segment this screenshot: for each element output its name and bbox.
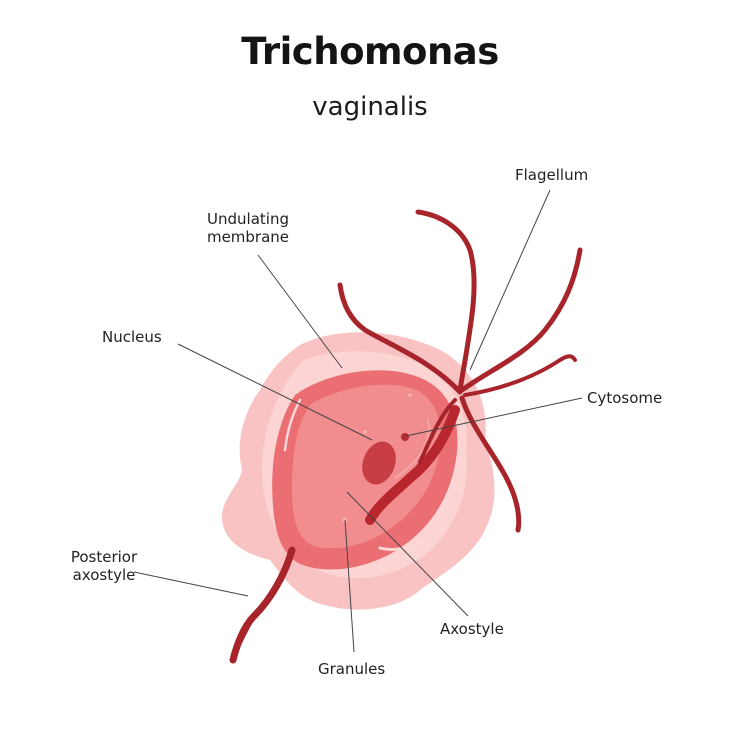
label-nucleus: Nucleus	[102, 328, 162, 346]
leader-cytosome	[405, 397, 583, 437]
leader-flagellum	[469, 189, 551, 371]
leader-lines	[133, 189, 583, 653]
nucleus-shape	[362, 441, 396, 485]
granule	[408, 393, 412, 397]
leader-axostyle	[346, 491, 469, 617]
axostyle-shape	[394, 419, 430, 479]
undulating-flagellum	[418, 398, 457, 464]
flagellum-4	[463, 354, 577, 397]
granule	[363, 430, 367, 434]
leader-granules	[344, 519, 355, 653]
diagram-subtitle: vaginalis	[312, 92, 428, 122]
leader-nucleus	[177, 343, 373, 441]
label-undulating-membrane: Undulating membrane	[206, 210, 290, 246]
flagellum-1	[415, 209, 477, 393]
label-cytosome: Cytosome	[587, 389, 663, 407]
label-posterior-axostyle: Posterior axostyle	[70, 548, 138, 584]
diagram-title: Trichomonas	[241, 30, 499, 73]
label-granules: Granules	[318, 660, 386, 678]
cytosome-dot	[401, 433, 409, 441]
axostyle-shape	[365, 405, 460, 525]
label-axostyle: Axostyle	[440, 620, 504, 638]
flagella	[337, 209, 583, 533]
posterior-axostyle-tip	[231, 613, 257, 662]
flagellum-5	[459, 395, 522, 533]
leader-undulating-membrane	[257, 254, 343, 369]
leader-posterior-axostyle	[133, 571, 249, 597]
label-flagellum: Flagellum	[515, 166, 589, 184]
flagellum-2	[337, 282, 463, 395]
flagellum-3	[459, 247, 583, 393]
